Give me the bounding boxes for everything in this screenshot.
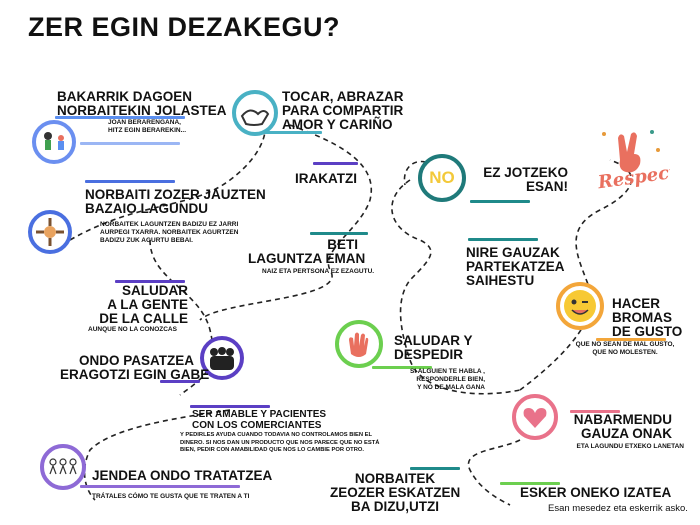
nabarmendu-heading: NABARMENDU GAUZA ONAK [573,412,672,441]
ser-amable-heading: SER AMABLE Y PACIENTES CON LOS COMERCIAN… [192,409,327,431]
bakarrik-sub: JOAN BERARENGANA, HITZ EGIN BERAREKIN... [108,119,187,134]
nire-bar [468,238,538,241]
jendea-sub: TRÁTALES CÓMO TE GUSTA QUE TE TRATEN A T… [92,493,250,500]
esker-heading: ESKER ONEKO IZATEA [520,485,672,500]
hacer-bromas-sub: QUE NO SEAN DE MAL GUSTO, QUE NO MOLESTE… [575,341,675,356]
tocar-bar [262,131,322,134]
nabarmendu-bar-top [570,410,620,413]
norbaiti-bar [85,180,175,183]
tocar-heading: TOCAR, ABRAZAR PARA COMPARTIR AMOR Y CAR… [282,89,404,132]
norbaitek-bar [410,467,460,470]
saludar-despedir-sub: SI ALGUIEN TE HABLA , RESPONDERLE BIEN, … [410,368,485,391]
irakatzi-heading: IRAKATZI [295,171,357,186]
people-icon [40,444,86,490]
saludar-despedir-bar [372,366,432,369]
jendea-bar [80,485,240,488]
children-playing-icon [32,120,76,164]
hands-together-icon [28,210,72,254]
bakarrik-bar [55,116,185,119]
beti-sub: NAIZ ETA PERTSONA EZ EZAGUTU. [262,268,375,275]
jendea-heading: JENDEA ONDO TRATATZEA [92,468,273,483]
group-hug-icon [200,336,244,380]
norbaiti-sub: NORBAITEK LAGUNTZEN BADIZU EZ JARRI AURP… [100,221,239,244]
bakarrik-heading: BAKARRIK DAGOEN NORBAITEKIN JOLASTEA [57,89,227,118]
heart-hands-icon [512,394,558,440]
ez-jotzeko-heading: EZ JOTZEKO ESAN! [483,165,568,194]
irakatzi-bar [313,162,358,165]
no-sign-icon: NO [418,154,466,202]
waving-hand-icon [335,320,383,368]
respect-logo: Respect [590,120,679,194]
nire-heading: NIRE GAUZAK PARTEKATZEA SAIHESTU [466,245,565,288]
bakarrik-underline [80,142,180,145]
no-text: NO [429,168,455,187]
norbaiti-heading: NORBAITI ZOZER JAUZTEN BAZAIO LAGUNDU [85,187,266,216]
saludar-despedir-heading: SALUDAR Y DESPEDIR [394,333,473,362]
nabarmendu-sub: ETA LAGUNDU ETXEKO LANETAN [576,443,685,450]
beti-bar [310,232,368,235]
hacer-bromas-heading: HACER BROMAS DE GUSTO [612,296,683,339]
ez-jotzeko-bar [470,200,530,203]
page-title: ZER EGIN DEZAKEGU? [28,12,341,42]
esker-sub: Esan mesedez eta eskerrik asko. [548,503,688,514]
ondo-pasatzea-bar [160,380,200,383]
winking-face-icon [556,282,604,330]
ser-amable-sub: Y PEDIRLES AYUDA CUANDO TODAVIA NO CONTR… [180,432,380,453]
ser-amable-bar [190,405,270,408]
ondo-pasatzea-heading: ONDO PASATZEA ERAGOTZI EGIN GABE [60,353,210,382]
hacer-bromas-bar [596,338,666,341]
saludar-gente-bar [115,280,185,283]
beti-heading: BETI LAGUNTZA EMAN [248,237,366,266]
esker-bar [500,482,560,485]
saludar-gente-heading: SALUDAR A LA GENTE DE LA CALLE [99,283,188,326]
norbaitek-heading: NORBAITEK ZEOZER ESKATZEN BA DIZU,UTZI [330,471,461,514]
hands-hug-icon [232,90,278,136]
saludar-gente-sub: AUNQUE NO LA CONOZCAS [88,326,177,333]
